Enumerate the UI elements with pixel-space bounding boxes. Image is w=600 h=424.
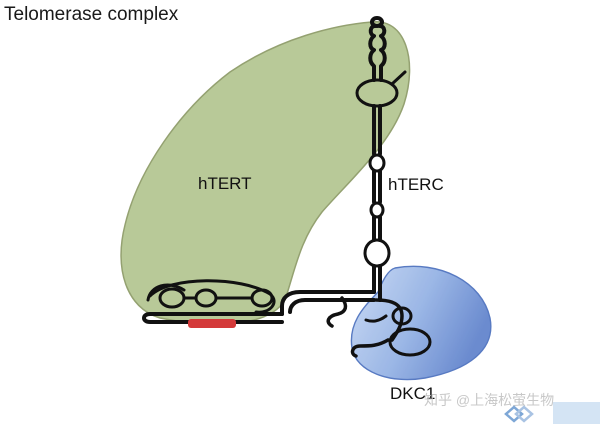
watermark-logo-icon — [504, 405, 534, 423]
hterc-label: hTERC — [388, 175, 444, 194]
template-region — [188, 319, 236, 328]
htert-protein — [120, 21, 411, 325]
diagram-title: Telomerase complex — [4, 4, 179, 25]
watermark-box — [553, 402, 600, 424]
dkc1-label: DKC1 — [390, 384, 436, 403]
watermark-text: 知乎 @上海松萤生物 — [424, 392, 555, 408]
htert-label: hTERT — [198, 174, 252, 193]
hterc-rna — [142, 16, 432, 358]
